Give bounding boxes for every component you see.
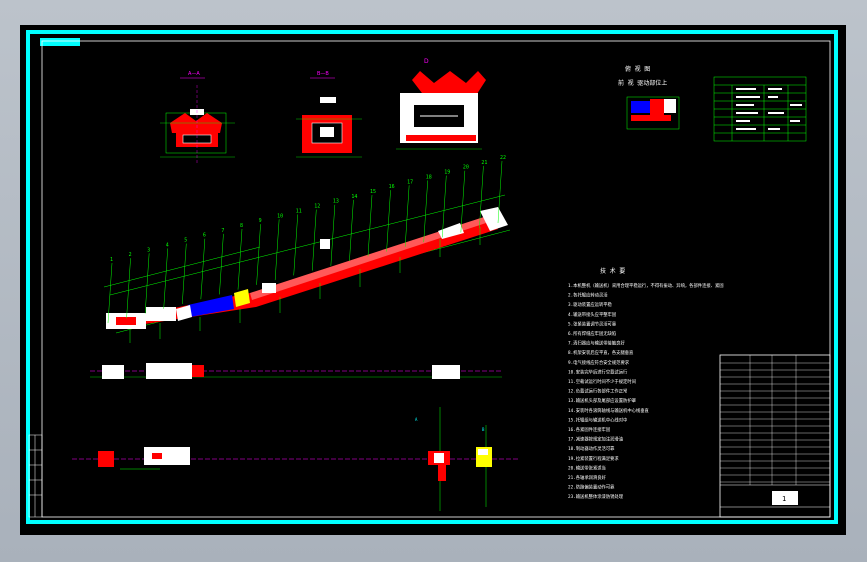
note-line: 14.安装时各滚筒轴线与输送机中心线垂直 [568,407,650,414]
part-number: 22 [500,155,506,161]
part-number: 10 [277,213,283,219]
conveyor-side-view [103,194,511,343]
part-leader-line [200,238,206,300]
note-line: 15.托辊组与输送机中心线对中 [568,416,627,423]
corner-tab [40,38,80,46]
note-line: 5.张紧装置调节灵活可靠 [568,320,617,327]
note-line: 9.电气接线应符合安全规范要求 [568,359,630,366]
drive-top-view: 俯 视 图 前 视 驱动部位上 [618,65,680,130]
part-number: 15 [370,189,376,195]
note-line: 12.负载试运行各部件工作正常 [568,388,627,395]
part-number: 18 [426,174,432,180]
title-block: 1 [719,354,831,518]
parameter-table [713,76,807,142]
part-number: 2 [129,252,132,258]
part-number: 5 [184,238,187,244]
notes-lines: 1.本机整机（输送机）采用合理平稳运行，不得有振动、异响，各部件连接、紧固 2.… [568,282,724,500]
part-leader-line [386,190,391,252]
section-view-b: B—B [296,71,362,158]
part-number: 11 [296,208,302,214]
note-line: 21.各轴承润滑良好 [568,474,607,481]
part-leader-line [442,175,447,238]
part-number: 7 [221,228,224,234]
part-leader-line [126,258,131,319]
note-line: 10.安装完毕后进行空载试运行 [568,368,628,375]
note-line: 2.各托辊应转动灵活 [568,292,608,299]
part-number: 14 [351,194,357,200]
section-view-a: A—A [160,71,235,165]
note-line: 4.输送带接头应平整牢固 [568,311,616,318]
outer-frame [26,30,838,524]
part-number: 1 [110,257,113,263]
part-number: 21 [481,160,487,166]
notes-title: 技 术 要 [600,267,625,275]
technical-notes: 技 术 要 1.本机整机（输送机）采用合理平稳运行，不得有振动、异响，各部件连接… [568,267,724,500]
part-number: 17 [407,179,413,185]
note-line: 20.输送带张紧适当 [568,464,606,471]
note-line: 7.清扫器应与输送带接触良好 [568,340,625,347]
part-leader-line [404,185,410,247]
part-number: 20 [463,165,469,171]
part-leader-line [367,194,373,257]
part-number: 3 [147,247,150,253]
part-leader-line [479,165,484,228]
drive-end-view: D [396,58,486,150]
note-line: 22.防跑偏装置动作可靠 [568,484,615,491]
part-number: 8 [240,223,243,229]
part-leader-line [144,253,150,314]
label-detail-b: B [482,427,485,432]
note-line: 19.拉紧装置行程满足要求 [568,455,619,462]
label-section-b: B—B [317,71,329,77]
note-line: 6.所有焊缝应牢固无缺陷 [568,330,616,337]
part-leader-line [256,224,261,285]
label-section-a: A—A [188,71,200,77]
lower-detail-row: A B [72,407,520,511]
drawing-sheet[interactable]: A—A B—B D 俯 视 图 前 视 驱动部位上 [20,25,846,535]
sheet-number: 1 [782,495,786,503]
part-leader-line [460,170,466,233]
part-leader-line [237,228,243,290]
view-title-1: 俯 视 图 [625,65,650,73]
label-view-d: D [424,58,429,65]
note-line: 8.机架安装后应平直，各支腿垂直 [568,349,634,356]
part-number: 16 [389,184,395,190]
label-detail-a: A [415,417,418,422]
view-title-2: 前 视 驱动部位上 [618,79,667,87]
part-number: 6 [203,233,206,239]
part-leader-line [497,160,503,224]
part-leader-line [423,180,428,243]
note-line: 13.输送机头部及尾部应设置防护罩 [568,397,637,404]
part-number: 4 [166,242,169,248]
conveyor-plan-view [90,363,502,379]
parameter-table-marks [736,88,802,130]
part-leader-line [163,248,168,309]
part-leader-line [293,214,298,276]
part-leader-line [182,243,187,304]
part-leader-line [274,219,280,281]
part-leader-line [349,199,354,262]
part-leader-line [107,262,113,324]
note-line: 11.空载试运行时间不少于规定时间 [568,378,636,385]
part-leader-line [330,204,336,266]
note-line: 3.驱动装置应运转平稳 [568,301,613,308]
inner-frame [41,40,831,518]
part-number: 19 [444,170,450,176]
part-number: 12 [314,204,320,210]
note-line: 17.减速器按规定加注润滑油 [568,436,623,443]
part-number: 9 [259,218,262,224]
part-leader-line [312,209,317,271]
note-line: 16.各紧固件连接牢固 [568,426,610,433]
note-line: 18.制动器动作灵活可靠 [568,445,615,452]
note-line: 1.本机整机（输送机）采用合理平稳运行，不得有振动、异响，各部件连接、紧固 [568,282,724,289]
part-leader-line [219,233,224,295]
note-line: 23.输送机整体涂漆防锈处理 [568,493,624,500]
left-margin-table [28,434,43,518]
cad-drawing: A—A B—B D 俯 视 图 前 视 驱动部位上 [26,30,838,524]
part-number: 13 [333,199,339,205]
